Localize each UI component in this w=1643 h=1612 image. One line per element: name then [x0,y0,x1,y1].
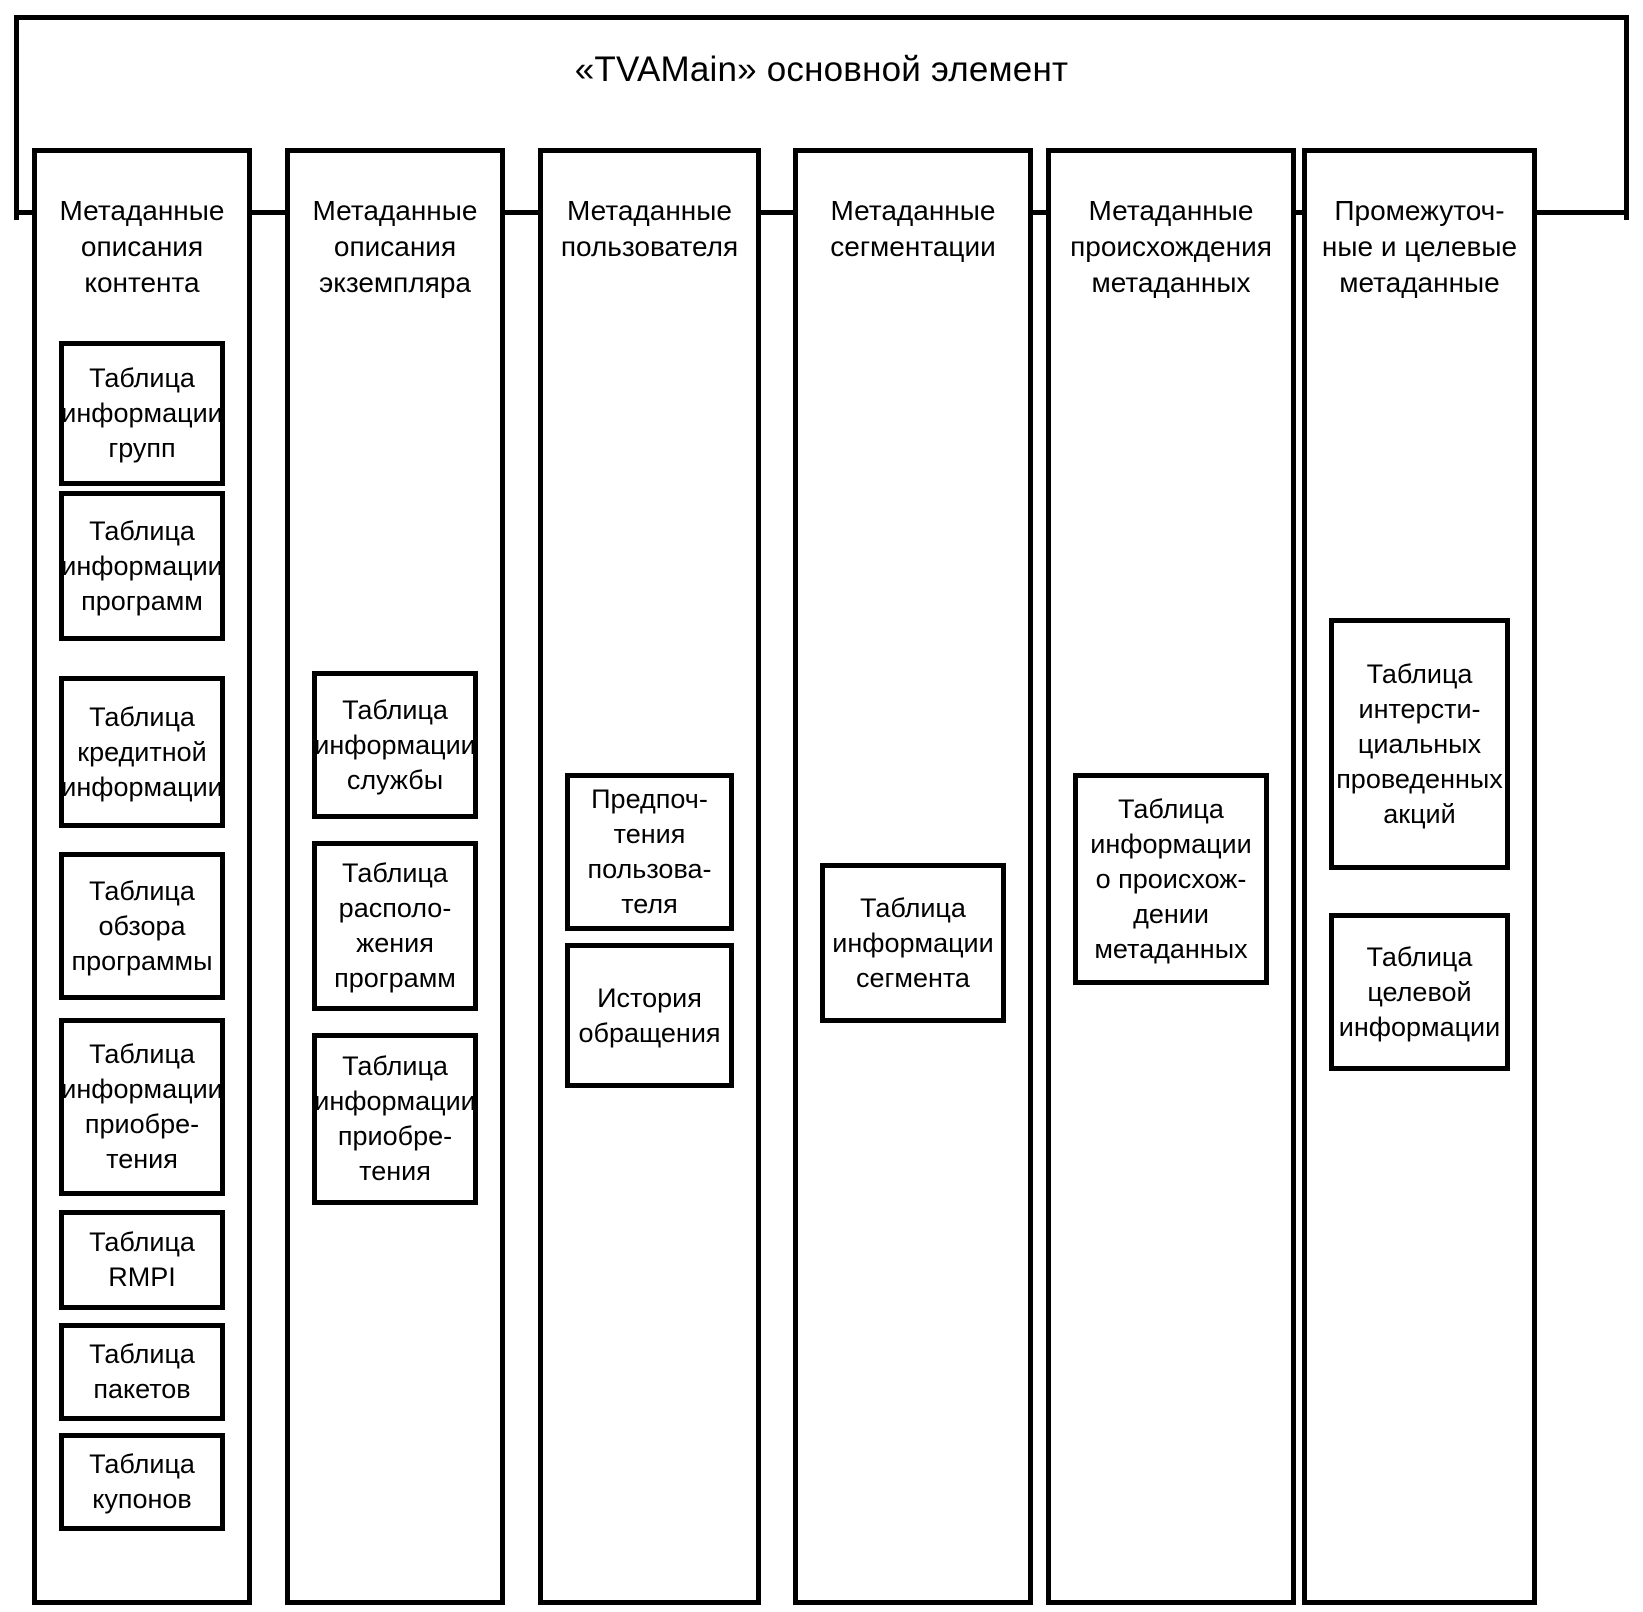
table-box-3-1[interactable]: Предпоч- тения пользова- теля [565,773,734,931]
table-box-label: Таблица информации службы [314,694,476,795]
column-header-1: Метаданные описания контента [59,195,225,298]
table-box-label: Таблица интерсти- циальных проведенных а… [1336,658,1503,829]
connector-stub-3 [505,210,538,215]
table-box-6-2[interactable]: Таблица целевой информации [1329,913,1510,1071]
table-box-label: Таблица информации приобре- тения [314,1051,476,1186]
table-box-1-2[interactable]: Таблица информации программ [59,491,225,641]
table-box-1-1[interactable]: Таблица информации групп [59,341,225,486]
table-box-1-4[interactable]: Таблица обзора программы [59,852,225,1000]
table-box-2-3[interactable]: Таблица информации приобре- тения [312,1033,478,1205]
connector-stub-2 [252,210,285,215]
diagram-title: «TVAMain» основной элемент [574,50,1069,89]
table-box-label: Таблица информации приобре- тения [61,1039,223,1174]
column-header-5: Метаданные происхождения метаданных [1070,195,1272,298]
connector-stub-1 [14,210,32,215]
table-box-label: Таблица информации программ [61,515,223,616]
title-frame [14,15,1629,220]
table-box-1-7[interactable]: Таблица пакетов [59,1323,225,1421]
table-box-label: Таблица кредитной информации [61,701,223,802]
connector-stub-5 [1033,210,1046,215]
connector-stub-7 [1537,210,1629,215]
table-box-1-3[interactable]: Таблица кредитной информации [59,676,225,828]
table-box-3-2[interactable]: История обращения [565,943,734,1088]
table-box-label: Таблица целевой информации [1338,941,1501,1042]
table-box-label: Таблица располо- жения программ [334,858,456,993]
table-box-1-8[interactable]: Таблица купонов [59,1433,225,1531]
column-header-4: Метаданные сегментации [830,195,996,262]
table-box-4-1[interactable]: Таблица информации сегмента [820,863,1006,1023]
table-box-label: История обращения [578,982,721,1048]
table-box-2-1[interactable]: Таблица информации службы [312,671,478,819]
table-box-label: Предпоч- тения пользова- теля [587,784,712,919]
column-header-3: Метаданные пользователя [560,195,739,262]
table-box-5-1[interactable]: Таблица информации о происхож- дении мет… [1073,773,1269,985]
table-box-2-2[interactable]: Таблица располо- жения программ [312,841,478,1011]
table-box-1-6[interactable]: Таблица RMPI [59,1210,225,1310]
connector-stub-4 [761,210,793,215]
table-box-label: Таблица информации о происхож- дении мет… [1090,793,1252,964]
table-box-label: Таблица пакетов [89,1339,195,1404]
connector-stub-6 [1296,210,1302,215]
table-box-label: Таблица купонов [89,1449,195,1514]
table-box-label: Таблица информации групп [61,363,223,463]
table-box-label: Таблица информации сегмента [832,892,994,993]
column-header-6: Промежуточ- ные и целевые метаданные [1321,195,1518,298]
table-box-6-1[interactable]: Таблица интерсти- циальных проведенных а… [1329,618,1510,870]
column-header-2: Метаданные описания экземпляра [312,195,478,298]
table-box-label: Таблица RMPI [89,1227,195,1292]
table-box-label: Таблица обзора программы [71,875,213,976]
table-box-1-5[interactable]: Таблица информации приобре- тения [59,1018,225,1196]
